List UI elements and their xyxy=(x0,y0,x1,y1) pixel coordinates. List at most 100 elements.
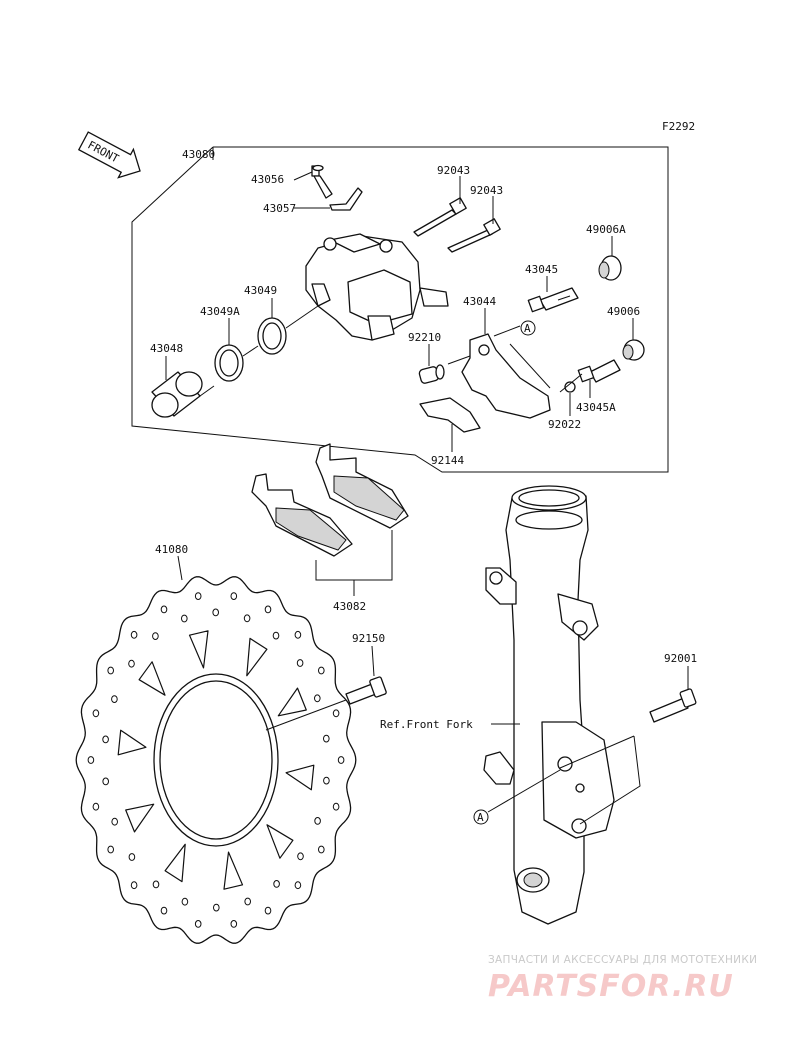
leader-lines xyxy=(165,147,689,725)
label-43049a: 43049A xyxy=(200,305,240,318)
disc-drill-hole xyxy=(243,614,251,623)
disc-drill-hole xyxy=(92,709,100,718)
label-92022: 92022 xyxy=(548,418,581,431)
disc-drill-hole xyxy=(318,666,325,675)
disc-drill-hole xyxy=(318,845,325,854)
caliper-pin-upper xyxy=(413,197,467,237)
label-92210: 92210 xyxy=(408,331,441,344)
brake-pad-front xyxy=(251,473,353,557)
disc-drill-hole xyxy=(107,666,114,675)
figure-code: F2292 xyxy=(662,120,695,133)
disc-drill-hole xyxy=(314,817,321,825)
disc-drill-hole xyxy=(107,845,114,854)
disc-drill-hole xyxy=(264,605,272,614)
disc-drill-hole xyxy=(230,920,238,928)
disc-drill-hole xyxy=(130,630,138,639)
label-43082: 43082 xyxy=(333,600,366,613)
disc-window-cutout xyxy=(138,661,166,696)
label-43045: 43045 xyxy=(525,263,558,276)
disc-drill-hole xyxy=(273,880,280,888)
bracket-hole xyxy=(478,344,490,356)
disc-window-cutout xyxy=(164,843,186,883)
watermark-logo: PARTSFOR.RU xyxy=(488,969,734,1004)
disc-drill-hole xyxy=(194,592,202,600)
brake-disc xyxy=(75,576,357,944)
mount-bolt-line xyxy=(559,735,635,769)
disc-drill-hole xyxy=(323,734,330,743)
label-43044: 43044 xyxy=(463,295,496,308)
dust-seal-inner xyxy=(219,349,239,377)
label-49006a: 49006A xyxy=(586,223,626,236)
marker-a-top: A xyxy=(520,320,536,336)
front-fork-leg xyxy=(483,485,615,925)
disc-window-cutout xyxy=(266,824,294,859)
disc-drill-hole xyxy=(323,776,330,785)
label-43057: 43057 xyxy=(263,202,296,215)
label-41080: 41080 xyxy=(155,543,188,556)
caliper-bracket xyxy=(461,333,551,419)
disc-drill-hole xyxy=(111,695,118,703)
disc-drill-hole xyxy=(296,659,304,667)
washer xyxy=(564,381,576,393)
disc-window-cutout xyxy=(246,637,268,677)
disc-drill-hole xyxy=(272,631,280,640)
disc-drill-hole xyxy=(213,903,220,912)
brake-pad-rear xyxy=(315,443,409,529)
piston-seal-inner xyxy=(262,322,282,350)
disc-window-cutout xyxy=(188,630,209,669)
disc-drill-hole xyxy=(332,802,340,811)
bleeder-valve xyxy=(311,164,333,199)
label-92001: 92001 xyxy=(664,652,697,665)
disc-drill-hole xyxy=(128,659,135,668)
disc-drill-hole xyxy=(160,605,168,614)
disc-drill-hole xyxy=(87,756,95,764)
disc-drill-hole xyxy=(160,906,168,915)
svg-text:A: A xyxy=(524,322,531,335)
disc-drill-hole xyxy=(230,592,238,600)
label-92144: 92144 xyxy=(431,454,464,467)
collar xyxy=(418,364,445,384)
slide-pin-lower xyxy=(577,359,621,383)
disc-drill-hole xyxy=(297,852,304,861)
label-43045a: 43045A xyxy=(576,401,616,414)
watermark-tagline: ЗАПЧАСТИ И АКСЕССУАРЫ ДЛЯ МОТОТЕХНИКИ xyxy=(488,954,757,966)
disc-drill-hole xyxy=(314,694,321,703)
label-92043-b: 92043 xyxy=(470,184,503,197)
disc-drill-hole xyxy=(130,881,138,890)
disc-drill-hole xyxy=(181,897,189,906)
label-43048: 43048 xyxy=(150,342,183,355)
disc-drill-hole xyxy=(128,853,136,861)
disc-bolt xyxy=(345,676,387,705)
disc-drill-hole xyxy=(92,802,100,811)
assembly-centerlines xyxy=(199,295,583,397)
disc-drill-hole xyxy=(152,880,160,889)
disc-drill-hole xyxy=(102,777,109,786)
disc-drill-hole xyxy=(111,817,118,826)
ref-front-fork-label: Ref.Front Fork xyxy=(380,718,473,731)
bolt-centerline xyxy=(265,699,347,731)
disc-window-cutout xyxy=(223,851,244,890)
disc-drill-hole xyxy=(181,614,188,623)
disc-drill-hole xyxy=(264,906,272,915)
disc-window-cutout xyxy=(285,764,315,791)
rubber-boot-upper xyxy=(598,255,622,281)
bleeder-cap xyxy=(329,187,363,211)
disc-drill-hole xyxy=(337,756,345,764)
caliper-pin-lower xyxy=(447,218,501,253)
pad-spring xyxy=(419,397,481,433)
disc-drill-hole xyxy=(332,709,340,718)
disc-drill-hole xyxy=(212,608,219,617)
disc-drill-hole xyxy=(102,735,109,744)
slide-pin-upper xyxy=(527,287,579,313)
front-arrow-icon: FRONT xyxy=(77,131,141,179)
piston-43048 xyxy=(151,371,203,418)
label-49006: 49006 xyxy=(607,305,640,318)
label-92150: 92150 xyxy=(352,632,385,645)
assembly-frame xyxy=(131,146,669,473)
disc-window-cutout xyxy=(117,729,147,756)
disc-drill-hole xyxy=(194,920,202,928)
disc-drill-hole xyxy=(152,632,159,640)
caliper-mount-bolt xyxy=(649,688,697,723)
